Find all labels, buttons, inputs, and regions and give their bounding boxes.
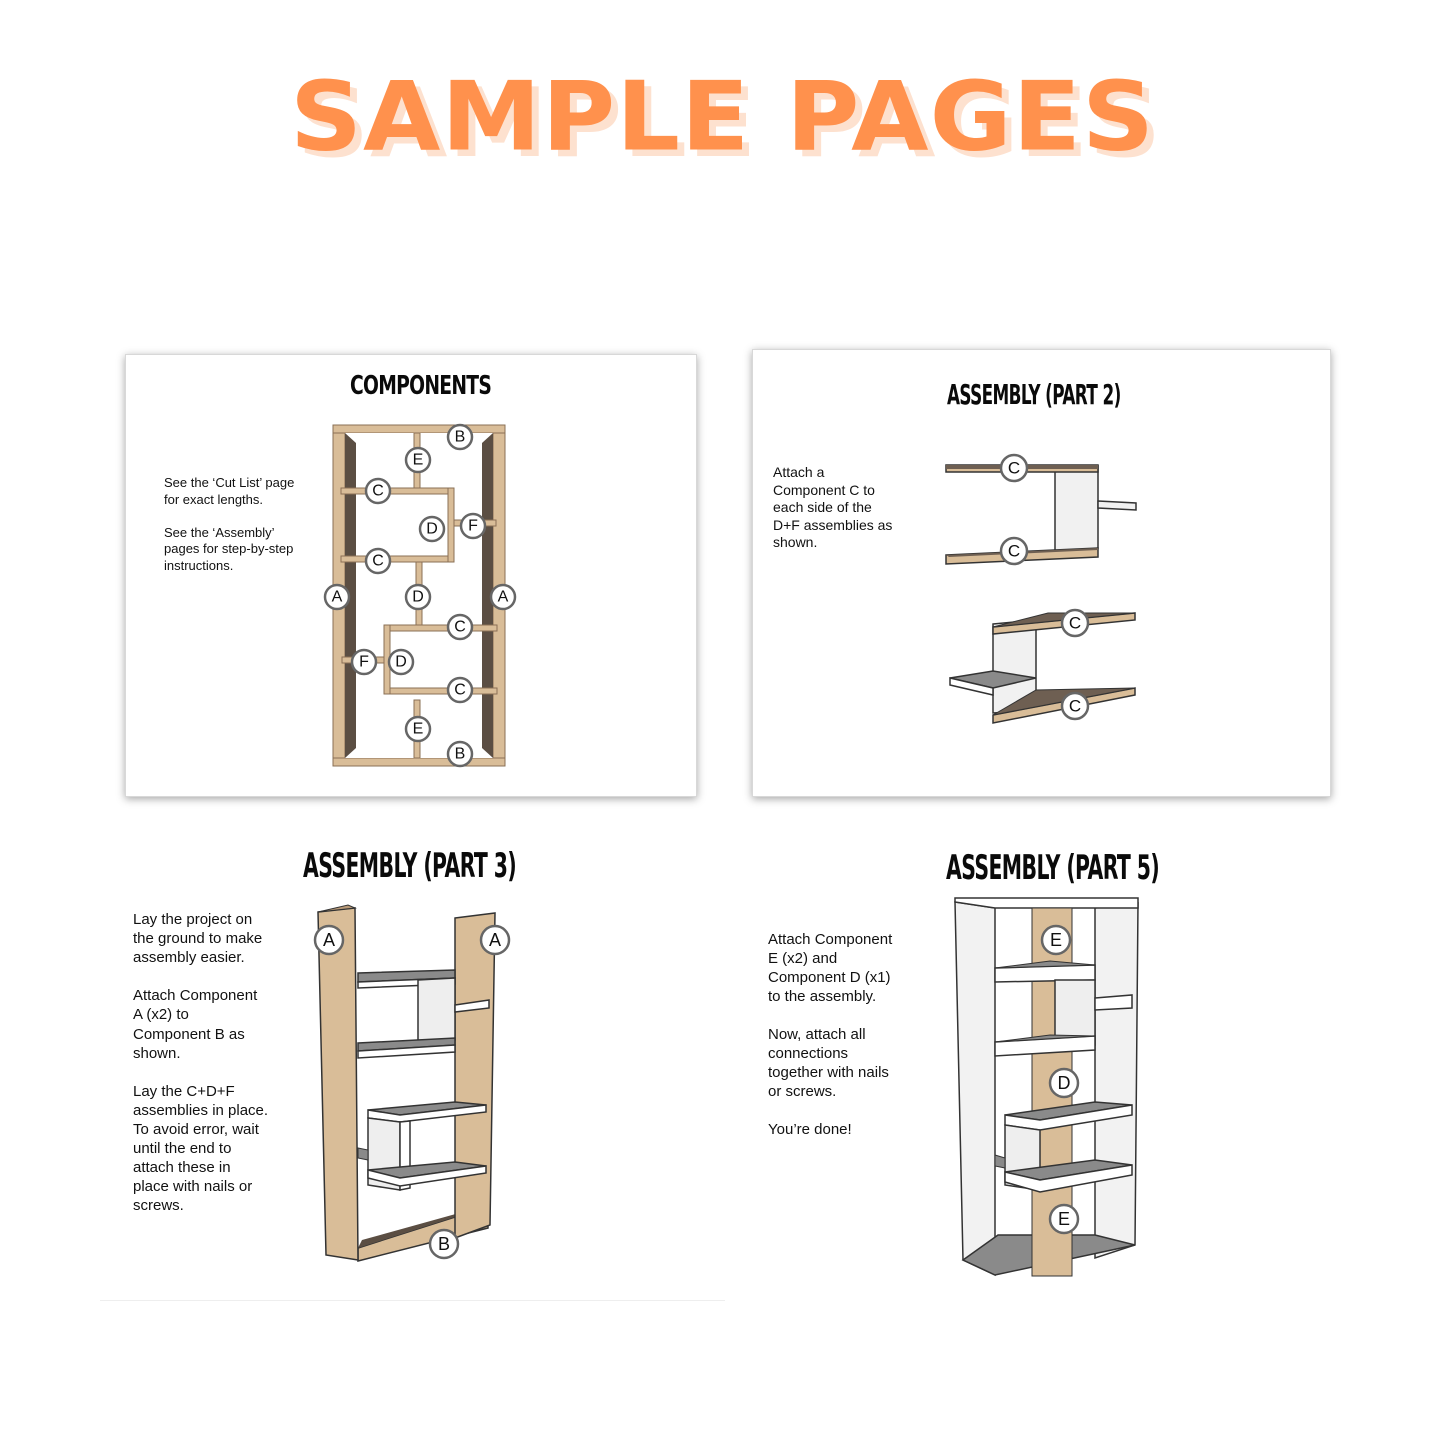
label-a-left: A bbox=[323, 583, 351, 611]
page-title: COMPONENTS bbox=[350, 371, 492, 401]
label-a-left: A bbox=[313, 924, 345, 956]
svg-text:D: D bbox=[1058, 1073, 1071, 1093]
page-title: ASSEMBLY (PART 5) bbox=[946, 848, 1160, 888]
page-instructions: Lay the project on the ground to make as… bbox=[133, 911, 269, 1215]
label-c-2: C bbox=[999, 536, 1029, 566]
svg-text:A: A bbox=[489, 930, 501, 950]
svg-text:A: A bbox=[332, 589, 343, 606]
page-assembly-part-3: ASSEMBLY (PART 3) Lay the project on the… bbox=[100, 830, 725, 1301]
assembly-2-diagram: C C C C bbox=[945, 453, 1137, 724]
svg-text:C: C bbox=[1008, 542, 1020, 561]
page-instructions: See the ‘Cut List’ page for exact length… bbox=[164, 475, 295, 573]
assembly-3-diagram: A A B bbox=[313, 904, 511, 1262]
label-e-top: E bbox=[404, 446, 432, 474]
main-title: SAMPLE PAGES bbox=[290, 60, 1155, 173]
page-assembly-part-2: ASSEMBLY (PART 2) Attach a Component C t… bbox=[752, 349, 1331, 797]
label-e-top: E bbox=[1040, 924, 1072, 956]
label-b-bottom: B bbox=[446, 740, 474, 768]
page-title: ASSEMBLY (PART 2) bbox=[947, 378, 1121, 411]
label-a-right: A bbox=[489, 583, 517, 611]
assembly-3-labels: A A B bbox=[313, 924, 511, 1260]
label-c-3: C bbox=[446, 613, 474, 641]
svg-text:D: D bbox=[395, 654, 407, 671]
label-b-bottom: B bbox=[428, 1228, 460, 1260]
svg-text:E: E bbox=[413, 452, 424, 469]
label-d: D bbox=[1048, 1067, 1080, 1099]
assembly-2-labels: C C C C bbox=[999, 453, 1090, 721]
page-instructions: Attach Component E (x2) and Component D … bbox=[768, 931, 893, 1138]
label-d-1: D bbox=[418, 515, 446, 543]
svg-text:C: C bbox=[454, 682, 466, 699]
svg-text:D: D bbox=[426, 521, 438, 538]
assembly-5-labels: E D E bbox=[1040, 924, 1080, 1235]
components-diagram: B E C D F C A D A C F D C E B bbox=[323, 423, 517, 768]
page-instructions: Attach a Component C to each side of the… bbox=[773, 464, 893, 550]
svg-text:E: E bbox=[1050, 930, 1062, 950]
svg-text:C: C bbox=[1069, 614, 1081, 633]
svg-text:D: D bbox=[412, 589, 424, 606]
page-assembly-part-5: ASSEMBLY (PART 5) Attach Component E (x2… bbox=[750, 830, 1330, 1300]
svg-text:B: B bbox=[455, 746, 466, 763]
svg-text:F: F bbox=[359, 654, 369, 671]
svg-text:C: C bbox=[454, 619, 466, 636]
label-c-1: C bbox=[999, 453, 1029, 483]
board-a-right bbox=[454, 912, 496, 1240]
label-e-bottom: E bbox=[1048, 1203, 1080, 1235]
svg-text:E: E bbox=[1058, 1209, 1070, 1229]
page-components: COMPONENTS See the ‘Cut List’ page for e… bbox=[125, 354, 697, 797]
label-d-3: D bbox=[387, 648, 415, 676]
label-b-top: B bbox=[446, 423, 474, 451]
svg-text:F: F bbox=[468, 518, 478, 535]
label-d-2: D bbox=[404, 583, 432, 611]
board-b-bottom bbox=[332, 757, 506, 767]
label-e-bottom: E bbox=[404, 715, 432, 743]
label-c-1: C bbox=[364, 477, 392, 505]
svg-text:C: C bbox=[1069, 697, 1081, 716]
svg-text:A: A bbox=[498, 589, 509, 606]
svg-text:C: C bbox=[1008, 459, 1020, 478]
svg-text:B: B bbox=[455, 429, 466, 446]
label-c-2: C bbox=[364, 547, 392, 575]
page-title: ASSEMBLY (PART 3) bbox=[303, 846, 517, 886]
label-f-2: F bbox=[350, 648, 378, 676]
assembly-5-diagram: E D E bbox=[954, 897, 1139, 1277]
svg-text:E: E bbox=[413, 721, 424, 738]
label-c-3: C bbox=[1060, 608, 1090, 638]
board-b-top bbox=[332, 424, 506, 434]
board-a-left bbox=[317, 907, 359, 1261]
svg-text:C: C bbox=[372, 553, 384, 570]
svg-text:A: A bbox=[323, 930, 335, 950]
label-a-right: A bbox=[479, 924, 511, 956]
svg-text:C: C bbox=[372, 483, 384, 500]
label-f-1: F bbox=[459, 512, 487, 540]
label-c-4: C bbox=[1060, 691, 1090, 721]
component-labels: B E C D F C A D A C F D C E B bbox=[323, 423, 517, 768]
svg-text:B: B bbox=[438, 1234, 450, 1254]
label-c-4: C bbox=[446, 676, 474, 704]
